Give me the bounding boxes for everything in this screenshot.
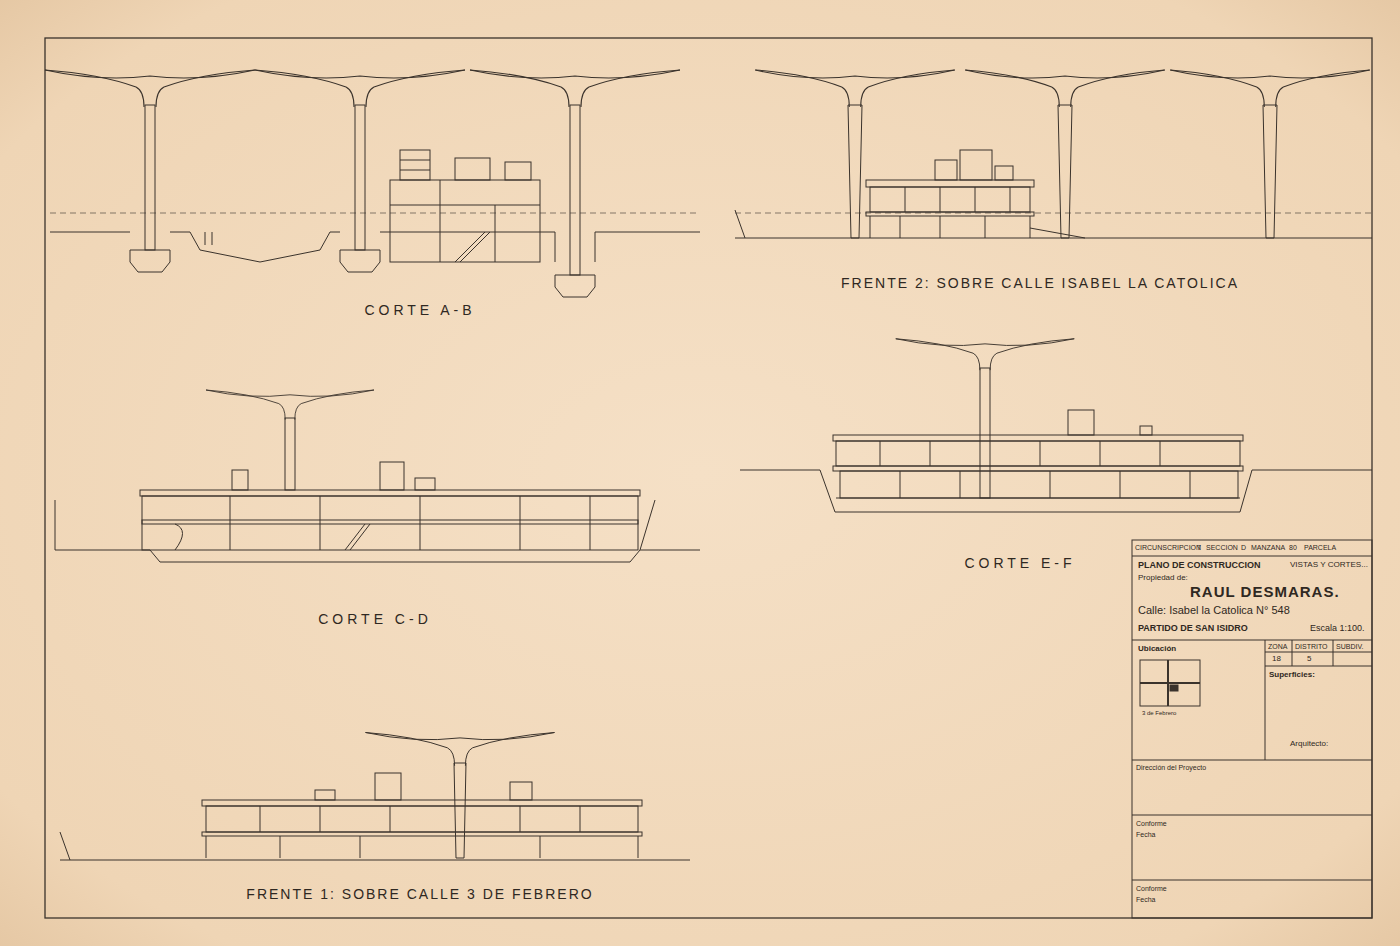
field-label: CIRCUNSCRIPCION bbox=[1135, 544, 1201, 552]
field-value: 5 bbox=[1307, 655, 1311, 664]
field-value: D bbox=[1241, 544, 1246, 552]
field-label: Superficies: bbox=[1269, 671, 1315, 680]
view-title: CORTE C-D bbox=[318, 612, 432, 627]
field-value: 18 bbox=[1272, 655, 1281, 664]
field-label: MANZANA bbox=[1251, 544, 1285, 552]
field-label: Fecha bbox=[1136, 831, 1155, 839]
field-label: SECCION bbox=[1206, 544, 1238, 552]
field-label: Fecha bbox=[1136, 896, 1155, 904]
owner-name: RAUL DESMARAS. bbox=[1190, 584, 1340, 601]
field-label: Propiedad de: bbox=[1138, 574, 1188, 583]
address: Calle: Isabel la Catolica N° 548 bbox=[1138, 604, 1290, 616]
field-label: Conforme bbox=[1136, 820, 1167, 828]
sheet-title: PLANO DE CONSTRUCCION bbox=[1138, 561, 1261, 571]
field-label: Conforme bbox=[1136, 885, 1167, 893]
field-value: 80 bbox=[1289, 544, 1297, 552]
view-title: CORTE E-F bbox=[964, 556, 1075, 571]
field-label: Arquitecto: bbox=[1290, 740, 1328, 749]
sheet-subtitle: VISTAS Y CORTES... bbox=[1290, 561, 1368, 570]
view-title: CORTE A-B bbox=[364, 303, 475, 318]
field-label: PARCELA bbox=[1304, 544, 1336, 552]
street-name: 3 de Febrero bbox=[1142, 710, 1176, 717]
field-label: SUBDIV. bbox=[1336, 643, 1363, 651]
view-title: FRENTE 2: SOBRE CALLE ISABEL LA CATOLICA bbox=[841, 276, 1239, 291]
field-label: Dirección del Proyecto bbox=[1136, 764, 1206, 772]
view-title: FRENTE 1: SOBRE CALLE 3 DE FEBRERO bbox=[246, 887, 593, 902]
field-label: Ubicación bbox=[1138, 645, 1176, 654]
field-value: 7 bbox=[1197, 544, 1201, 552]
field-label: ZONA bbox=[1268, 643, 1287, 651]
scale-note: Escala 1:100. bbox=[1310, 624, 1365, 634]
district: PARTIDO DE SAN ISIDRO bbox=[1138, 624, 1248, 634]
field-label: DISTRITO bbox=[1295, 643, 1328, 651]
